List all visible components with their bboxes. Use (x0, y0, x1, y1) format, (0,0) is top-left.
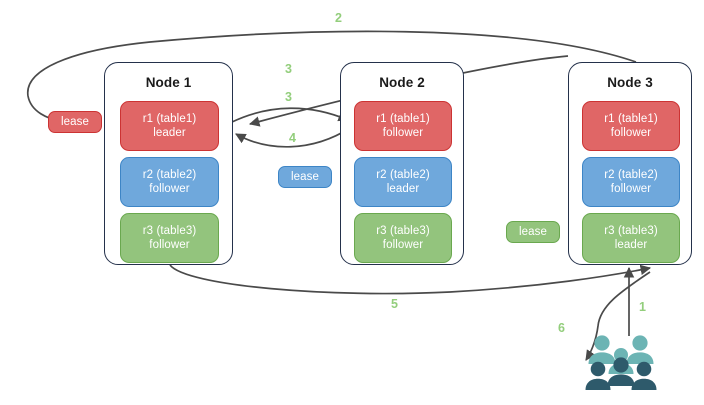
replica-range: r3 (table3) (604, 225, 658, 237)
replica-r3[interactable]: r3 (table3) leader (582, 213, 680, 263)
replica-role: follower (149, 239, 190, 251)
replica-role: follower (610, 127, 652, 139)
replica-range: r2 (table2) (142, 169, 197, 181)
node-title: Node 1 (145, 75, 192, 90)
step-label-2: 2 (335, 11, 342, 25)
lease-badge-r2[interactable]: lease (278, 166, 332, 188)
node-container-3[interactable]: Node 3 r1 (table1) follower r2 (table2) … (568, 62, 692, 265)
lease-label: lease (291, 171, 319, 183)
replica-range: r1 (table1) (604, 113, 658, 125)
replica-r3[interactable]: r3 (table3) follower (354, 213, 452, 263)
step-label-3-lower: 3 (285, 90, 292, 104)
replica-r2[interactable]: r2 (table2) follower (120, 157, 219, 207)
person-front-left (585, 361, 611, 390)
person-front-middle (607, 357, 635, 386)
replica-r1[interactable]: r1 (table1) follower (582, 101, 680, 151)
arrow-step-3-lower (231, 107, 349, 123)
arrow-step-5 (169, 264, 652, 295)
replica-role: follower (382, 239, 424, 251)
lease-badge-r1[interactable]: lease (48, 111, 102, 133)
step-label-1: 1 (639, 300, 646, 314)
node-container-2[interactable]: Node 2 r1 (table1) follower r2 (table2) … (340, 62, 464, 265)
replica-range: r2 (table2) (376, 169, 430, 181)
replica-r1[interactable]: r1 (table1) follower (354, 101, 452, 151)
replica-range: r3 (table3) (142, 225, 197, 237)
replica-role: follower (610, 183, 652, 195)
replica-range: r2 (table2) (604, 169, 658, 181)
person-back-left (588, 335, 616, 364)
replica-role: leader (386, 183, 420, 195)
client-users-group[interactable] (585, 332, 657, 392)
replica-role: follower (149, 183, 190, 195)
person-front-right (631, 361, 657, 390)
people-icon (585, 335, 657, 390)
step-label-3-upper: 3 (285, 62, 292, 76)
lease-label: lease (61, 116, 89, 128)
replica-r2[interactable]: r2 (table2) follower (582, 157, 680, 207)
replica-role: leader (153, 127, 186, 139)
replica-range: r1 (table1) (376, 113, 430, 125)
node-title: Node 3 (607, 75, 653, 90)
step-label-6: 6 (558, 321, 565, 335)
replica-range: r3 (table3) (376, 225, 430, 237)
replica-r3[interactable]: r3 (table3) follower (120, 213, 219, 263)
replica-r1[interactable]: r1 (table1) leader (120, 101, 219, 151)
replica-role: leader (614, 239, 648, 251)
step-label-4: 4 (289, 131, 296, 145)
replica-range: r1 (table1) (142, 113, 197, 125)
replica-r2[interactable]: r2 (table2) leader (354, 157, 452, 207)
lease-badge-r3[interactable]: lease (506, 221, 560, 243)
node-title: Node 2 (379, 75, 425, 90)
person-back-right (626, 335, 654, 364)
replica-role: follower (382, 127, 424, 139)
step-label-5: 5 (391, 297, 398, 311)
node-container-1[interactable]: Node 1 r1 (table1) leader r2 (table2) fo… (104, 62, 233, 265)
lease-label: lease (519, 226, 547, 238)
